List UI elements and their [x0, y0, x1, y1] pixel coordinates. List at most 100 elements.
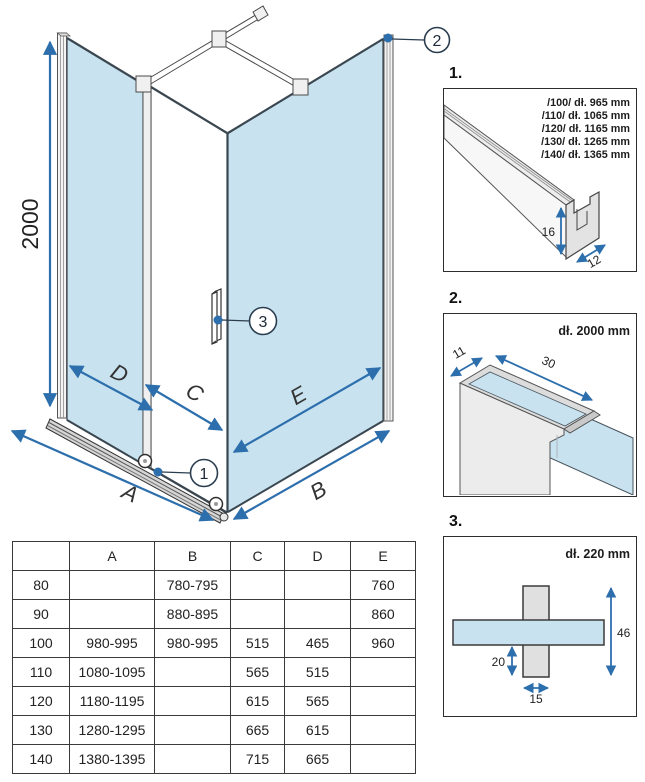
- profile-length-140: /140/ dł. 1365 mm: [541, 149, 630, 161]
- detail-2-box: dł. 2000 mm 11 30: [443, 313, 637, 497]
- col-header-c: C: [230, 541, 285, 571]
- table-cell: 1080-1095: [69, 657, 155, 687]
- detail-2-width-value: 11: [450, 343, 468, 362]
- table-cell: 860: [350, 599, 416, 629]
- col-header-a: A: [69, 541, 155, 571]
- detail-1-label: 1.: [449, 65, 463, 82]
- profile-length-110: /110/ dł. 1065 mm: [542, 110, 630, 122]
- detail-3-height-value: 46: [617, 626, 631, 640]
- dim-a-label: A: [116, 478, 142, 508]
- callout-2: 2: [383, 26, 451, 54]
- table-cell: 960: [350, 628, 416, 658]
- detail-2-drawing: dł. 2000 mm 11 30: [450, 324, 634, 496]
- detail-2-label: 2.: [449, 290, 463, 307]
- bar-end-cap: [252, 5, 269, 22]
- table-row: 90 880-895 860: [12, 599, 416, 629]
- row-size-label: 100: [12, 628, 70, 658]
- door-roller-right: [208, 496, 224, 512]
- profile-length-130: /130/ dł. 1265 mm: [541, 136, 630, 148]
- table-cell: [350, 715, 416, 745]
- detail-1-box: /100/ dł. 965 mm /110/ dł. 1065 mm /120/…: [443, 88, 637, 272]
- dim-b-label: B: [306, 476, 331, 505]
- profile-length-100: /100/ dł. 965 mm: [547, 97, 630, 109]
- table-cell: 1380-1395: [69, 744, 155, 774]
- shower-enclosure-diagram: 2000 D C E A B 1 2 3: [10, 5, 451, 524]
- row-size-label: 120: [12, 686, 70, 716]
- table-cell: 780-795: [154, 570, 231, 600]
- table-cell: 665: [284, 744, 351, 774]
- dim-a-arrow: [10, 429, 215, 522]
- row-size-label: 80: [12, 570, 70, 600]
- dim-b-arrow: [232, 430, 391, 520]
- row-size-label: 110: [12, 657, 70, 687]
- table-header-row: A B C D E: [12, 541, 416, 571]
- table-cell: [154, 686, 231, 716]
- right-wall-profile: [383, 34, 394, 422]
- table-cell: 1180-1195: [69, 686, 155, 716]
- detail-3-inset-value: 20: [492, 655, 506, 669]
- table-cell: 615: [284, 715, 351, 745]
- table-cell: 615: [230, 686, 285, 716]
- table-cell: [284, 570, 351, 600]
- profile-length-120: /120/ dł. 1165 mm: [542, 123, 630, 135]
- table-cell: 515: [284, 657, 351, 687]
- table-cell: 980-995: [154, 628, 231, 658]
- detail-2-depth-value: 30: [540, 353, 558, 371]
- door-roller-left: [137, 453, 153, 469]
- col-header-b: B: [154, 541, 231, 571]
- table-cell: [230, 599, 285, 629]
- bar-tee-connector: [211, 30, 227, 48]
- table-cell: 665: [230, 715, 285, 745]
- rail-profile-3d: [443, 104, 600, 261]
- table-cell: 880-895: [154, 599, 231, 629]
- detail-2-length: dł. 2000 mm: [558, 324, 630, 338]
- callout-1: 1: [153, 458, 219, 488]
- table-cell: [230, 570, 285, 600]
- dimension-arrows: [10, 40, 391, 522]
- detail-3-drawing: dł. 220 mm 46 20 15: [452, 547, 631, 706]
- table-cell: [69, 599, 155, 629]
- support-bar-short: [218, 37, 301, 89]
- table-cell: [350, 686, 416, 716]
- detail-3-length: dł. 220 mm: [565, 547, 630, 561]
- rail-profile-end-face: [565, 190, 600, 261]
- table-cell: 715: [230, 744, 285, 774]
- glass-clamp-right: [292, 78, 309, 96]
- callout-2-number: 2: [433, 33, 442, 50]
- table-cell: [350, 744, 416, 774]
- table-cell: [350, 657, 416, 687]
- table-cell: [69, 570, 155, 600]
- top-support-bars: [135, 5, 309, 96]
- col-header-d: D: [284, 541, 351, 571]
- table-cell: [284, 599, 351, 629]
- channel-end-cap: [563, 410, 601, 434]
- table-cell: 760: [350, 570, 416, 600]
- detail-1-height-value: 16: [542, 225, 556, 239]
- table-cell: 565: [230, 657, 285, 687]
- detail-2-depth-arrow: [495, 355, 593, 401]
- table-cell: [154, 744, 231, 774]
- table-cell: 980-995: [69, 628, 155, 658]
- table-cell: 565: [284, 686, 351, 716]
- table-cell: 465: [284, 628, 351, 658]
- callout-1-number: 1: [200, 466, 209, 483]
- detail-3-label: 3.: [449, 513, 463, 530]
- callout-3: 3: [213, 306, 278, 336]
- glass-section: [452, 619, 605, 646]
- detail-1-depth-arrow: [576, 244, 606, 263]
- table-cell: [154, 657, 231, 687]
- support-bar-long: [145, 12, 263, 86]
- table-cell: 515: [230, 628, 285, 658]
- glass-clamp-left: [135, 75, 152, 93]
- dim-d-arrow: [68, 365, 154, 411]
- detail-1-depth-value: 12: [585, 252, 604, 270]
- detail-2-width-arrow: [450, 357, 483, 377]
- row-size-label: 90: [12, 599, 70, 629]
